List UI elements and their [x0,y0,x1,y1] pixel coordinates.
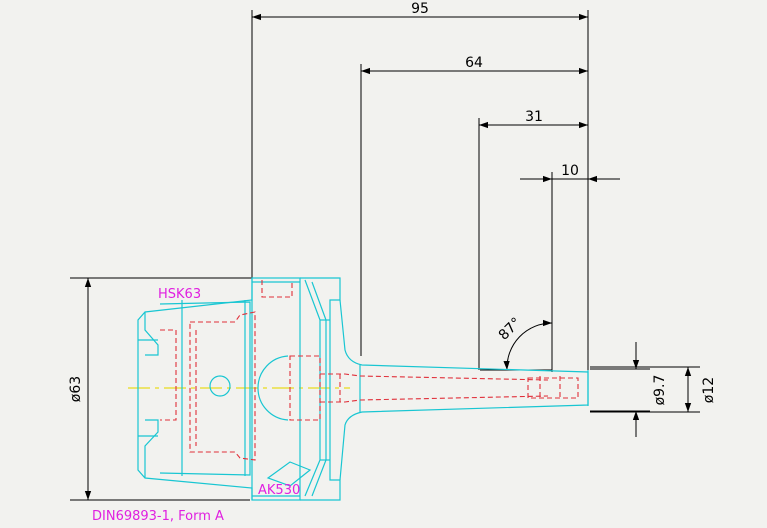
label-ak530: AK530 [258,483,300,498]
dim-angle: 87° [496,315,525,344]
dim-64: 64 [465,55,483,71]
dimension-lines [70,10,700,501]
angle-arc [503,319,553,371]
tool-outline [137,277,589,501]
dimension-texts: 95 64 31 10 87° ø63 ø9.7 ø12 [68,1,717,405]
dim-dia63: ø63 [68,376,84,402]
dim-dia12: ø12 [701,377,717,403]
dim-dia9-7: ø9.7 [652,375,668,406]
dim-95: 95 [411,1,429,17]
dim-31: 31 [525,109,543,125]
part-labels: HSK63 AK530 DIN69893-1, Form A [92,287,300,524]
label-hsk63: HSK63 [158,287,201,302]
hidden-lines [160,280,579,461]
dim-10: 10 [561,163,579,179]
label-standard: DIN69893-1, Form A [92,509,224,523]
